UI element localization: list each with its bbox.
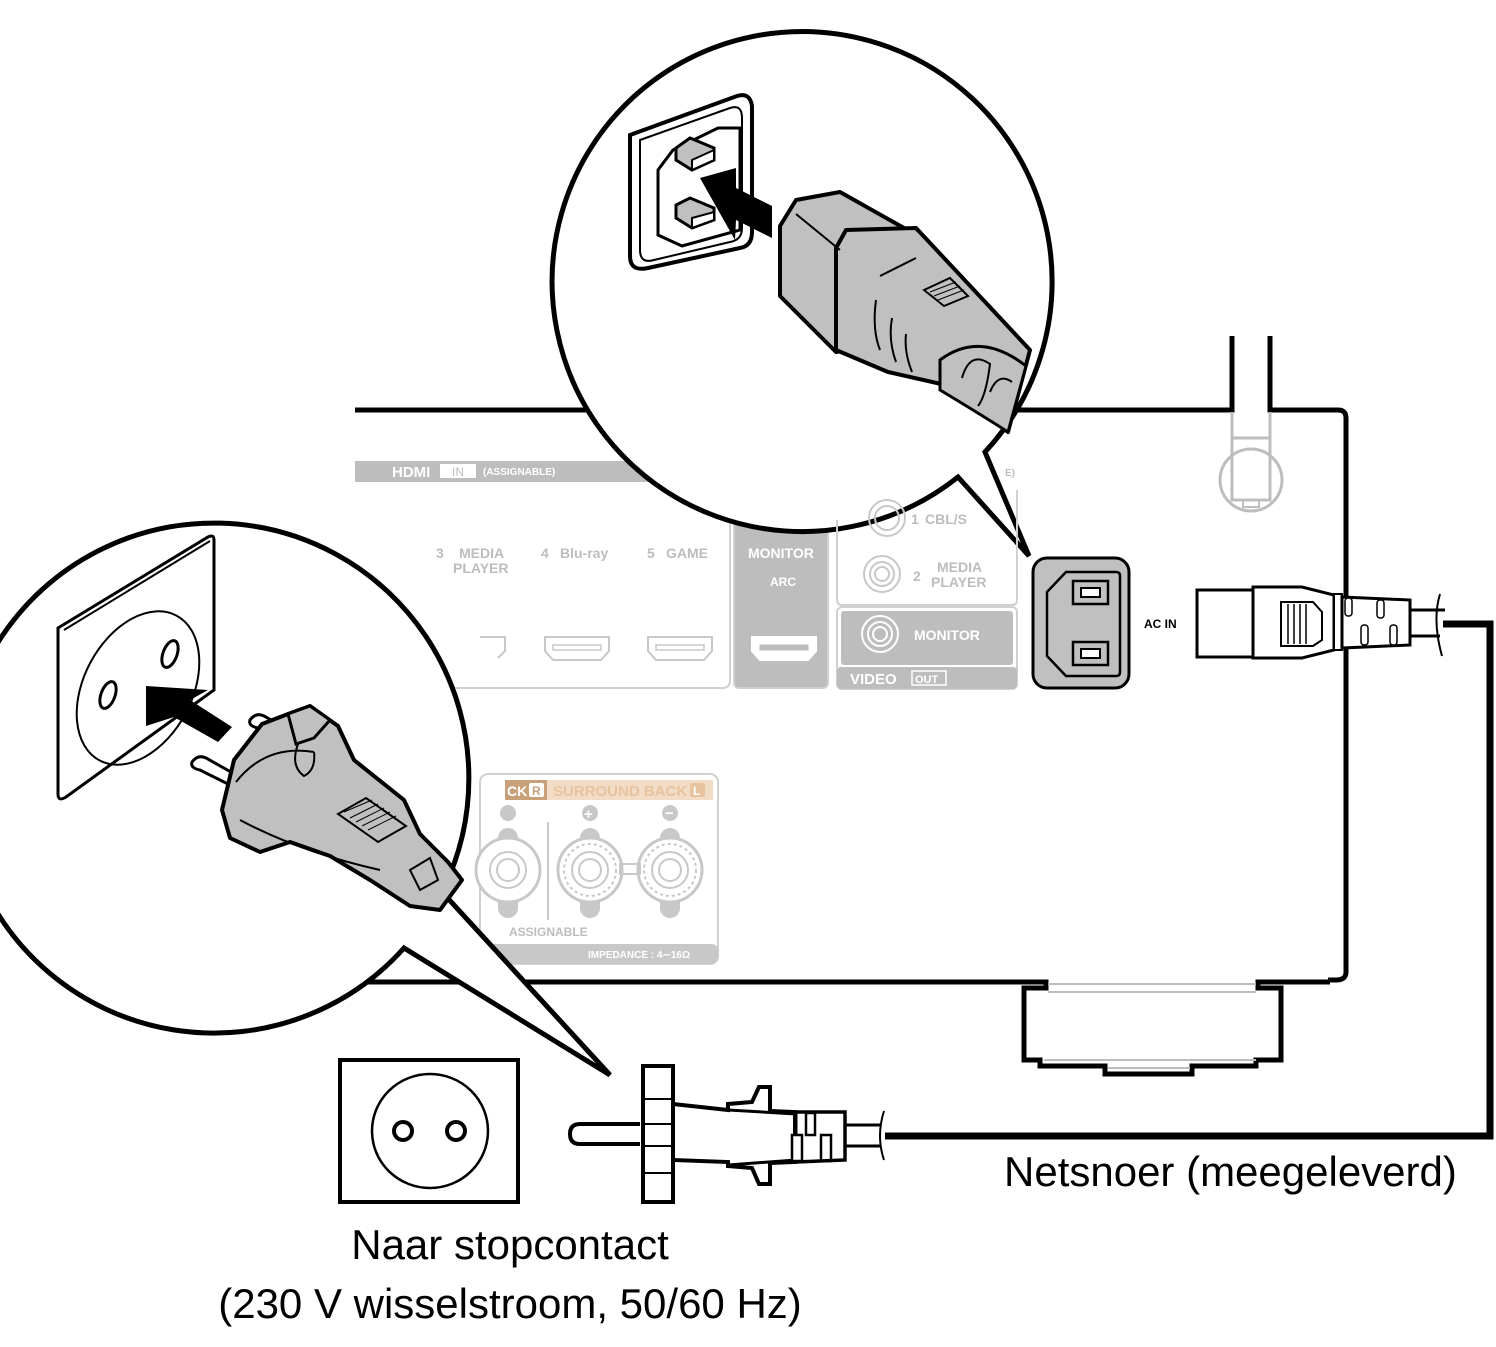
- speaker-terminal-icon: [474, 828, 542, 918]
- video-input-2-label-line1: MEDIA: [937, 559, 982, 575]
- hdmi-input-section: HDMI IN (ASSIGNABLE) 3 MEDIA PLAYER 4 Bl…: [355, 461, 829, 689]
- outlet-caption-line2: (230 V wisselstroom, 50/60 Hz): [218, 1280, 802, 1327]
- speaker-left-fragment: CK: [507, 783, 527, 799]
- video-input-1-number: 1: [911, 511, 919, 527]
- hdmi-input-3-number: 3: [436, 545, 444, 561]
- iec-plug-side-view: [1195, 585, 1445, 660]
- wall-socket-icon: [56, 534, 216, 801]
- receiver-rear-panel: HDMI IN (ASSIGNABLE) 3 MEDIA PLAYER 4 Bl…: [355, 336, 1445, 1077]
- hdmi-title: HDMI: [392, 464, 430, 481]
- speaker-channel-r: R: [532, 784, 541, 798]
- speaker-impedance-label: IMPEDANCE : 4∼16Ω: [588, 950, 690, 961]
- callout-iec-connector: [549, 29, 1055, 558]
- speaker-terminal-icon: [636, 828, 704, 918]
- video-input-2-label-line2: PLAYER: [931, 574, 987, 590]
- hdmi-input-3-label-line1: MEDIA: [459, 545, 504, 561]
- speaker-assignable-label: ASSIGNABLE: [509, 925, 588, 939]
- power-cord-line: [885, 620, 1494, 1140]
- ac-in-label: AC IN: [1144, 617, 1177, 631]
- hdmi-input-3-label-line2: PLAYER: [453, 560, 509, 576]
- hdmi-in-badge: IN: [452, 465, 464, 479]
- video-footer-title: VIDEO: [850, 671, 897, 688]
- video-input-1-label: CBL/S: [925, 511, 967, 527]
- rca-jack-icon: [863, 555, 901, 593]
- wall-outlet-icon: [338, 1058, 520, 1204]
- hdmi-arc-label: ARC: [770, 575, 796, 589]
- hdmi-port-icon: [647, 636, 713, 661]
- euro-plug-side-view: [567, 1064, 885, 1204]
- callout-euro-plug: [0, 520, 612, 1078]
- hdmi-input-5-label: GAME: [666, 545, 708, 561]
- antenna-terminal-icon: [1218, 412, 1284, 513]
- hdmi-port-icon: [544, 636, 610, 661]
- power-cord-caption: Netsnoer (meegeleverd): [1004, 1148, 1457, 1195]
- hdmi-monitor-label: MONITOR: [748, 545, 814, 561]
- speaker-channel-l: L: [693, 784, 700, 798]
- iec-plug-icon: [778, 190, 1032, 435]
- speaker-title: SURROUND BACK: [553, 783, 687, 800]
- rca-jack-icon: [868, 499, 906, 537]
- video-section: E) 1 CBL/S 2 MEDIA PLAYER MONITOR VIDEO …: [836, 468, 1018, 690]
- outlet-caption-line1: Naar stopcontact: [351, 1221, 669, 1268]
- video-monitor-label: MONITOR: [914, 627, 980, 643]
- surround-back-speaker-section: CK R SURROUND BACK L + −: [474, 773, 719, 965]
- appliance-inlet-icon: [628, 93, 754, 271]
- hdmi-input-5-number: 5: [647, 545, 655, 561]
- ac-in-socket: [1031, 556, 1131, 690]
- video-section-edge-mark: E): [1005, 468, 1015, 479]
- hdmi-monitor-port-icon: [751, 636, 817, 661]
- insert-arrow-icon: [146, 686, 232, 742]
- speaker-minus-symbol: −: [665, 805, 674, 822]
- rca-monitor-jack-icon: [861, 615, 899, 653]
- video-out-badge: OUT: [915, 674, 939, 686]
- speaker-terminal-icon: [556, 828, 624, 918]
- hdmi-input-4-label: Blu-ray: [560, 545, 608, 561]
- insert-arrow-icon: [700, 168, 772, 240]
- speaker-plus-symbol: +: [584, 806, 593, 823]
- hdmi-input-4-number: 4: [541, 545, 549, 561]
- hdmi-assignable-note: (ASSIGNABLE): [483, 467, 555, 478]
- video-input-2-number: 2: [913, 568, 921, 584]
- euro-plug-icon: [190, 704, 464, 912]
